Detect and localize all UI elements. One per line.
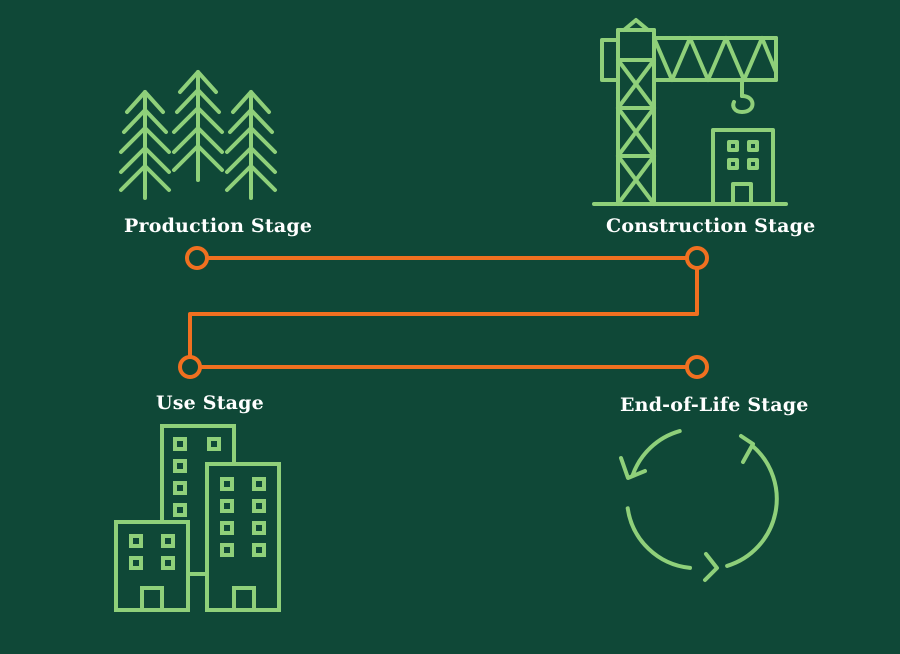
node-use xyxy=(178,355,202,379)
construction-stage-label: Construction Stage xyxy=(606,215,816,237)
tree-center-icon xyxy=(172,70,224,182)
end-of-life-stage-label: End-of-Life Stage xyxy=(620,394,809,416)
tree-right-icon xyxy=(225,90,277,200)
node-construction xyxy=(685,246,709,270)
production-stage-label: Production Stage xyxy=(124,215,313,237)
node-end-of-life xyxy=(685,355,709,379)
use-stage-label: Use Stage xyxy=(156,392,264,414)
recycle-icon xyxy=(619,429,779,582)
stage-connector xyxy=(178,246,709,379)
node-production xyxy=(185,246,209,270)
buildings-icon xyxy=(114,424,281,612)
crane-icon xyxy=(592,18,788,206)
trees-icon xyxy=(119,70,277,200)
tree-left-icon xyxy=(119,90,171,200)
